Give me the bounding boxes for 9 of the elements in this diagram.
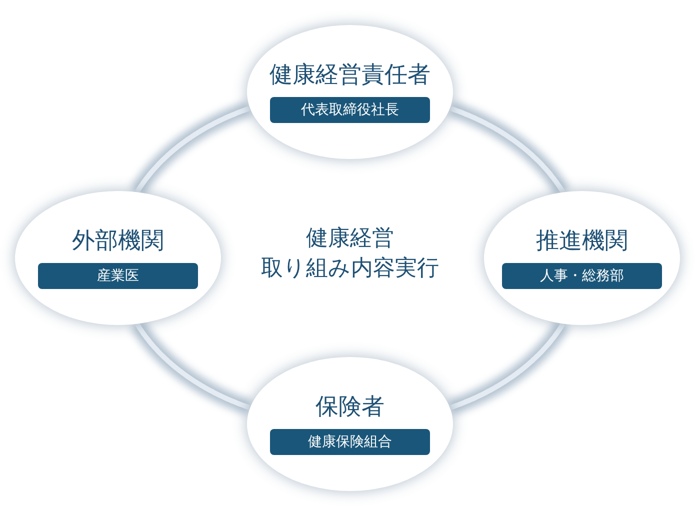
role-badge: 産業医: [38, 263, 198, 289]
node-heading: 推進機関: [536, 227, 628, 255]
role-badge: 健康保険組合: [270, 429, 430, 455]
center-label: 健康経営取り組み内容実行: [261, 225, 439, 283]
node-heading: 健康経営責任者: [270, 61, 430, 89]
node-heading: 保険者: [316, 393, 384, 421]
role-badge: 代表取締役社長: [270, 97, 430, 123]
node-heading: 外部機関: [72, 227, 164, 255]
role-badge: 人事・総務部: [502, 263, 662, 289]
